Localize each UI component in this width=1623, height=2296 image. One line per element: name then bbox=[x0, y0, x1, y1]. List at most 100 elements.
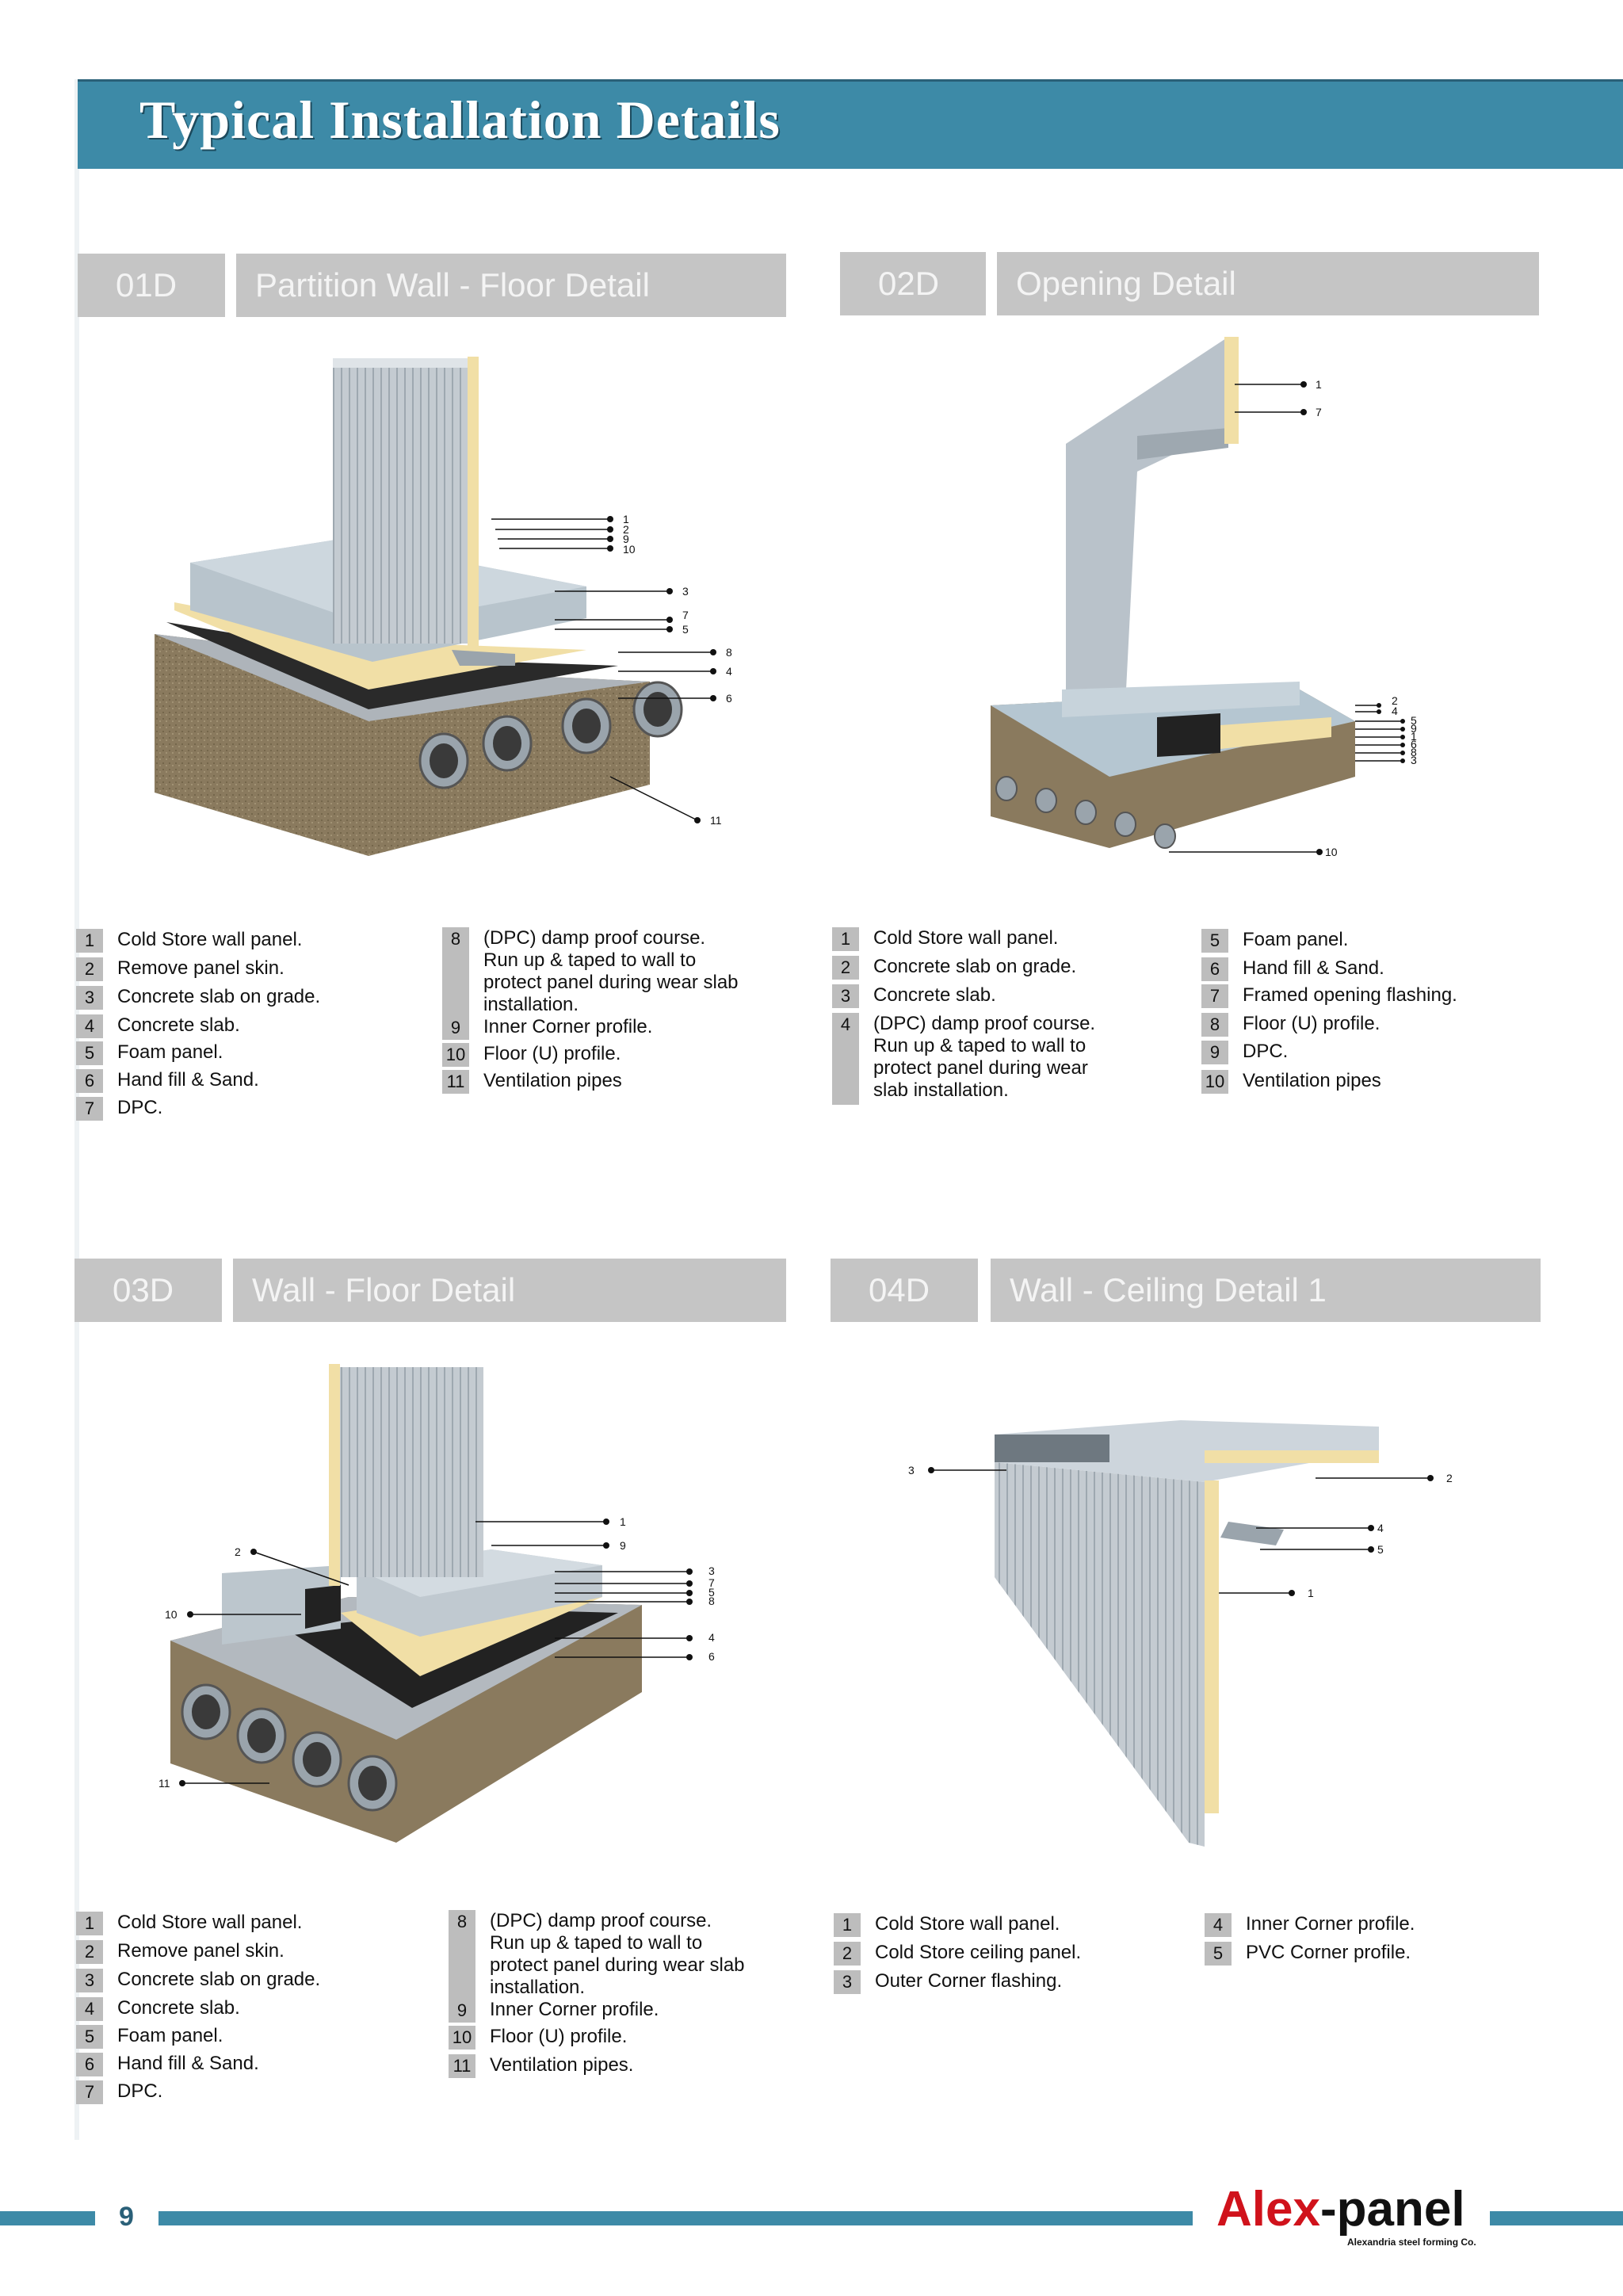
legend-number: 1 bbox=[76, 1912, 103, 1935]
callout-label: 1 bbox=[1316, 378, 1322, 391]
legend-item: 6 Hand fill & Sand. bbox=[1201, 957, 1384, 981]
legend-text: DPC. bbox=[117, 1097, 163, 1118]
legend-text: Floor (U) profile. bbox=[490, 2026, 628, 2047]
callout-label: 7 bbox=[1316, 406, 1322, 418]
legend-number: 2 bbox=[834, 1942, 861, 1966]
legend-item: 8(DPC) damp proof course. Run up & taped… bbox=[449, 1910, 750, 1999]
legend-item: 3 Concrete slab on grade. bbox=[76, 1969, 320, 1992]
legend-text: Outer Corner flashing. bbox=[875, 1970, 1063, 1992]
legend-item: 10 Floor (U) profile. bbox=[449, 2026, 627, 2050]
legend-item: 3 Outer Corner flashing. bbox=[834, 1970, 1062, 1994]
legend-number: 2 bbox=[832, 956, 859, 980]
legend-text: Hand fill & Sand. bbox=[1243, 957, 1384, 979]
legend-text: (DPC) damp proof course. Run up & taped … bbox=[483, 927, 739, 1015]
callout-label: 4 bbox=[1377, 1522, 1384, 1534]
footer-bar-left bbox=[0, 2211, 95, 2225]
opening-detail-illustration: 1 7 2 4 5 9 1 6 8 3 10 bbox=[991, 337, 1417, 858]
footer-bar-right bbox=[1490, 2211, 1623, 2225]
legend-number: 4 bbox=[1205, 1913, 1232, 1937]
callout-label: 10 bbox=[1325, 846, 1338, 858]
legend-text: Inner Corner profile. bbox=[490, 1999, 659, 2020]
legend-text: Inner Corner profile. bbox=[1246, 1913, 1415, 1935]
legend-item: 4(DPC) damp proof course. Run up & taped… bbox=[832, 1013, 1125, 1105]
legend-number: 3 bbox=[76, 986, 103, 1010]
section-01d-code: 01D bbox=[78, 254, 225, 317]
legend-text: Ventilation pipes. bbox=[490, 2054, 634, 2076]
callout-label: 9 bbox=[620, 1539, 626, 1552]
legend-number: 4 bbox=[76, 1997, 103, 2021]
brand-logo: Alex-panel bbox=[1216, 2181, 1465, 2237]
callout-label: 4 bbox=[726, 665, 732, 678]
legend-number: 3 bbox=[76, 1969, 103, 1992]
legend-text: Floor (U) profile. bbox=[483, 1043, 621, 1064]
legend-number: 6 bbox=[1201, 957, 1228, 981]
callout-label: 1 bbox=[623, 513, 629, 525]
legend-text: Concrete slab. bbox=[117, 1997, 240, 2019]
legend-number: 10 bbox=[449, 2026, 475, 2050]
callout-label: 11 bbox=[710, 814, 722, 827]
legend-number: 5 bbox=[1201, 929, 1228, 953]
legend-text: (DPC) damp proof course. Run up & taped … bbox=[490, 1910, 745, 1998]
callout-label: 7 bbox=[708, 1576, 715, 1589]
legend-text: Hand fill & Sand. bbox=[117, 1069, 259, 1091]
callout-label: 1 bbox=[1411, 730, 1417, 743]
legend-text: Remove panel skin. bbox=[117, 1940, 285, 1962]
callout-label: 10 bbox=[623, 543, 636, 556]
callout-label: 3 bbox=[682, 585, 689, 598]
callout-label: 8 bbox=[708, 1595, 715, 1607]
section-04d-title: Wall - Ceiling Detail 1 bbox=[991, 1259, 1541, 1322]
legend-item: 4 Concrete slab. bbox=[76, 1997, 240, 2021]
brand-logo-red: Alex bbox=[1216, 2182, 1320, 2237]
legend-item: 5 Foam panel. bbox=[1201, 929, 1348, 953]
legend-text: Remove panel skin. bbox=[117, 957, 285, 979]
legend-number: 3 bbox=[832, 984, 859, 1008]
legend-text: Foam panel. bbox=[117, 1041, 223, 1063]
legend-number: 1 bbox=[76, 929, 103, 953]
callout-label: 1 bbox=[620, 1515, 626, 1528]
legend-number: 6 bbox=[76, 1069, 103, 1093]
legend-item: 5 Foam panel. bbox=[76, 1041, 223, 1065]
legend-number: 3 bbox=[834, 1970, 861, 1994]
section-03d-title: Wall - Floor Detail bbox=[233, 1259, 786, 1322]
legend-text: Foam panel. bbox=[1243, 929, 1349, 950]
legend-number: 6 bbox=[76, 2053, 103, 2076]
legend-number: 7 bbox=[1201, 984, 1228, 1008]
legend-number: 9 bbox=[1201, 1041, 1228, 1064]
legend-number: 5 bbox=[1205, 1942, 1232, 1966]
legend-number: 4 bbox=[76, 1014, 103, 1038]
legend-item: 2 Cold Store ceiling panel. bbox=[834, 1942, 1081, 1966]
legend-item: 7 DPC. bbox=[76, 1097, 162, 1121]
legend-text: Cold Store ceiling panel. bbox=[875, 1942, 1082, 1963]
callout-label: 3 bbox=[708, 1564, 715, 1577]
legend-number: 5 bbox=[76, 1041, 103, 1065]
legend-text: Cold Store wall panel. bbox=[873, 927, 1059, 949]
legend-number: 10 bbox=[1201, 1070, 1228, 1094]
legend-text: Concrete slab on grade. bbox=[117, 1969, 321, 1990]
legend-text: Concrete slab on grade. bbox=[873, 956, 1077, 977]
legend-number: 8 bbox=[1201, 1013, 1228, 1037]
callout-label: 5 bbox=[682, 623, 689, 636]
footer-bar-middle bbox=[158, 2211, 1193, 2225]
callout-label: 1 bbox=[1308, 1587, 1314, 1599]
legend-number: 7 bbox=[76, 1097, 103, 1121]
legend-text: Inner Corner profile. bbox=[483, 1016, 653, 1037]
callout-label: 2 bbox=[623, 523, 629, 536]
legend-number: 1 bbox=[834, 1913, 861, 1937]
callout-label: 6 bbox=[708, 1650, 715, 1663]
callout-label: 2 bbox=[1446, 1472, 1453, 1484]
legend-text: PVC Corner profile. bbox=[1246, 1942, 1411, 1963]
callout-label: 7 bbox=[682, 609, 689, 621]
